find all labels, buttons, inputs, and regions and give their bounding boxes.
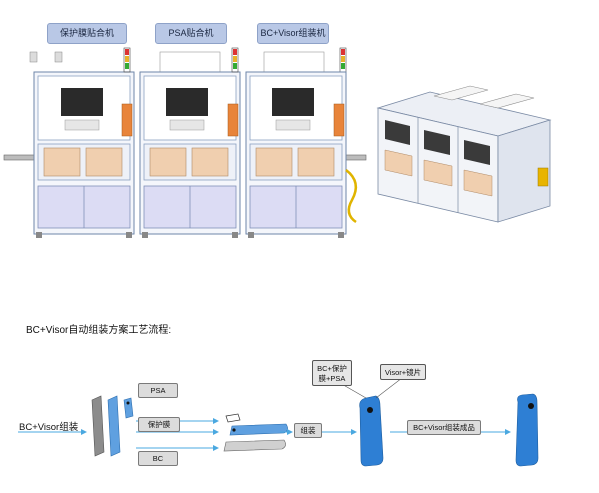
machine-1-screen bbox=[61, 88, 103, 116]
machine-2-screen bbox=[166, 88, 208, 116]
input-label: BC+Visor组装 bbox=[19, 422, 79, 433]
callout-bc-film-psa: BC+保护 膜+PSA bbox=[312, 360, 352, 386]
yellow-cable bbox=[345, 169, 358, 224]
final-product-box: BC+Visor组装成品 bbox=[407, 420, 481, 435]
machine-label-protective-film: 保护膜贴合机 bbox=[47, 23, 127, 44]
callout-right-leader bbox=[375, 377, 403, 399]
assemble-box: 组装 bbox=[294, 423, 322, 438]
machine-illustration bbox=[3, 47, 552, 238]
step-psa-box: PSA bbox=[138, 383, 178, 398]
isometric-machine-view bbox=[376, 85, 552, 223]
machine-3 bbox=[231, 47, 358, 238]
step-film-box: 保护膜 bbox=[138, 417, 180, 432]
callout-visor-lens: Visor+镜片 bbox=[380, 364, 426, 380]
machine-1 bbox=[29, 51, 135, 238]
step-bc-box: BC bbox=[138, 451, 178, 466]
layered-parts-icon bbox=[223, 413, 288, 452]
input-parts-icon bbox=[91, 395, 134, 457]
assembled-part-icon bbox=[359, 395, 384, 467]
machine-label-psa: PSA贴合机 bbox=[155, 23, 227, 44]
machine-3-screen bbox=[272, 88, 314, 116]
final-product-icon bbox=[515, 393, 539, 467]
machine-label-bc-visor: BC+Visor组装机 bbox=[257, 23, 329, 44]
process-title: BC+Visor自动组装方案工艺流程: bbox=[26, 325, 172, 336]
machine-2 bbox=[123, 47, 241, 238]
